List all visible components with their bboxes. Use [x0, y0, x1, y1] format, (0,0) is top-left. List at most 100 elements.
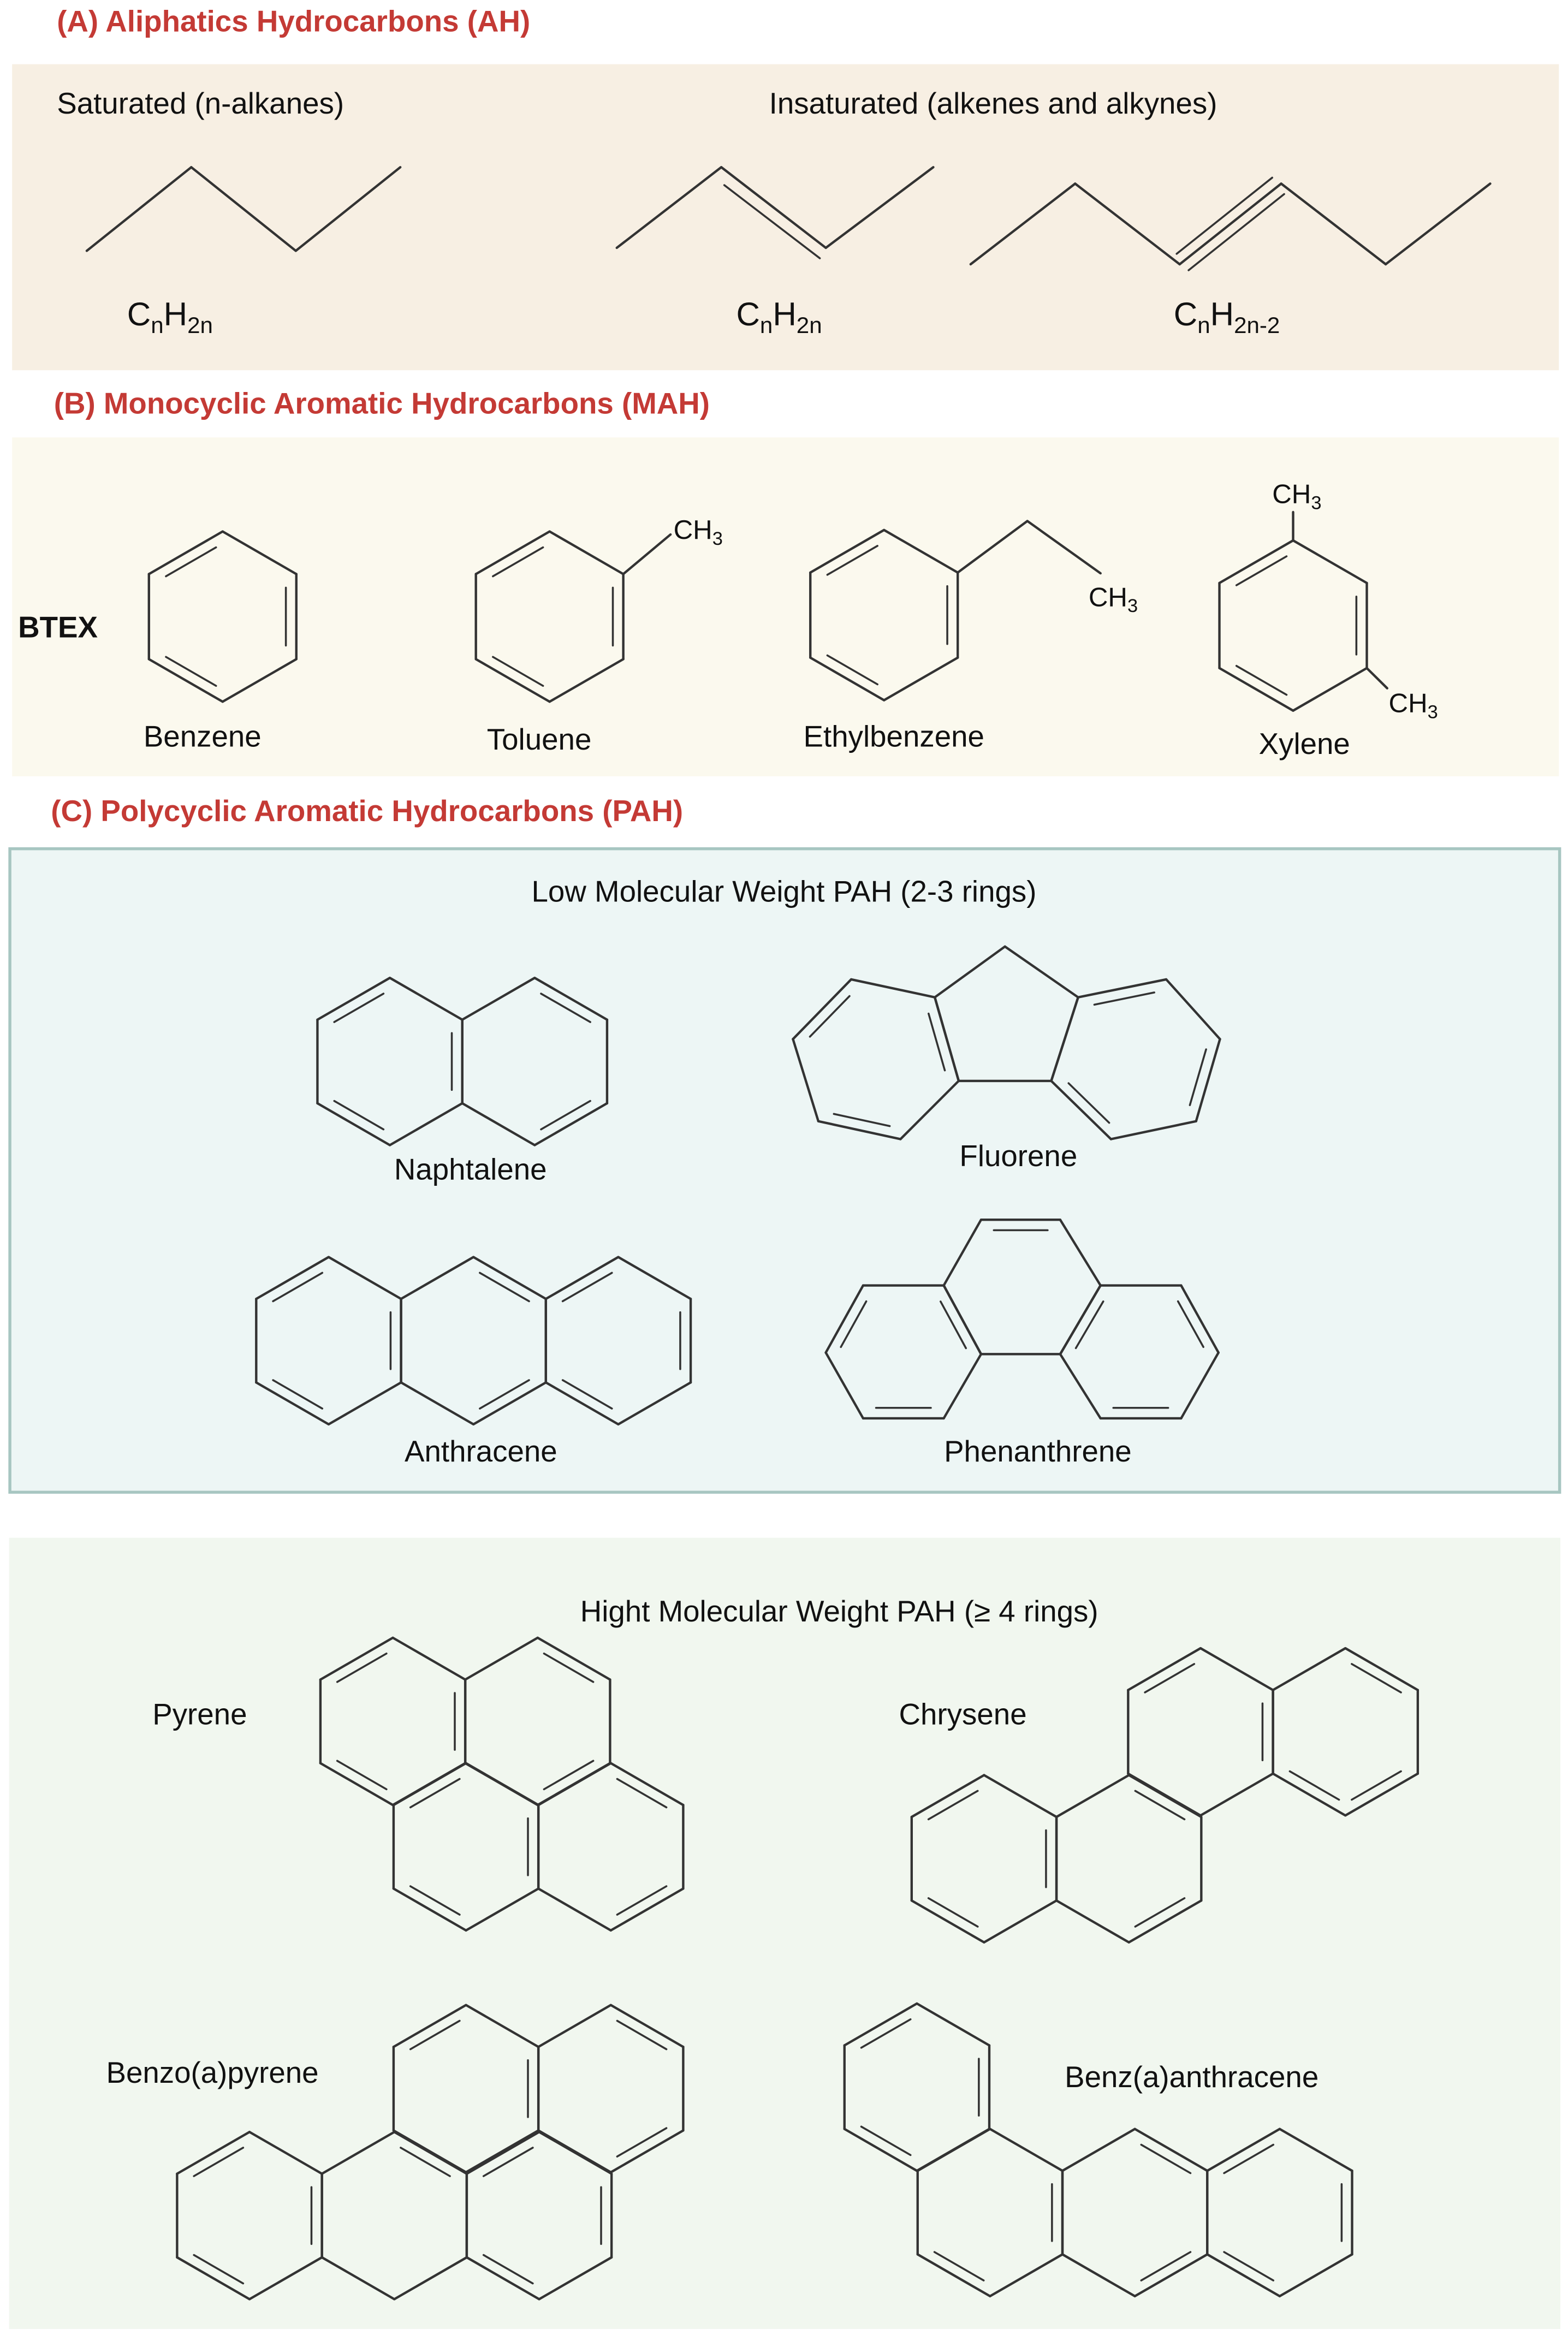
benzene-structure: [147, 530, 298, 703]
xylene-structure: [1218, 510, 1388, 712]
bond-line: [1109, 1120, 1197, 1140]
bond-line: [537, 1762, 612, 1807]
double-bond-line: [1235, 664, 1288, 696]
unsaturated-label: Insaturated (alkenes and alkynes): [769, 86, 1217, 120]
bond-line: [388, 1102, 464, 1146]
double-bond-line: [616, 2019, 668, 2051]
bond-line: [824, 1284, 865, 1354]
ring: [537, 1762, 685, 1932]
double-bond-line: [409, 1778, 461, 1809]
chrysene-label: Chrysene: [899, 1697, 1027, 1731]
bond-line: [1180, 1284, 1220, 1354]
bond-line: [1074, 182, 1181, 266]
bond-line: [934, 945, 1006, 999]
bond-line: [319, 1762, 394, 1807]
bond-line: [910, 1774, 985, 1819]
bond-line: [1272, 1647, 1347, 1691]
ring: [843, 2002, 991, 2172]
monocyclic-panel: [12, 437, 1559, 777]
bond-line: [393, 2256, 468, 2301]
fluorene-label: Fluorene: [959, 1139, 1077, 1173]
bond-line: [1199, 1772, 1274, 1817]
ring: [1127, 1647, 1274, 1817]
bond-line: [1344, 1772, 1419, 1817]
toluene-structure: [474, 530, 672, 703]
double-bond-line: [193, 2254, 245, 2285]
bond-line: [1292, 667, 1368, 712]
ethylbenzene-label: Ethylbenzene: [804, 719, 984, 753]
bond-line: [147, 530, 224, 575]
bond-line: [176, 2256, 251, 2301]
section-c-title: (C) Polycyclic Aromatic Hydrocarbons (PA…: [51, 794, 683, 828]
bond-line: [942, 1284, 983, 1356]
bond-line: [548, 530, 625, 575]
double-bond-line: [1140, 2143, 1192, 2174]
bond-line: [1278, 2253, 1353, 2298]
bond-line: [85, 166, 193, 252]
double-bond-line: [1093, 991, 1155, 1006]
alkane-structure: [85, 166, 402, 252]
bond-line: [537, 1887, 612, 1932]
ring: [824, 1284, 983, 1420]
bond-line: [1165, 978, 1221, 1041]
alkane-formula: CnH2n: [127, 296, 213, 338]
bond-line: [464, 1636, 539, 1681]
ring: [400, 1256, 548, 1426]
double-bond-line: [165, 546, 217, 578]
bond-line: [1127, 1899, 1203, 1944]
bond-line: [393, 2130, 468, 2175]
chrysene-structure: [910, 1647, 1419, 1944]
double-bond-line: [840, 1300, 868, 1348]
bond-line: [392, 1762, 467, 1807]
xylene-methyl-label-top: CH3: [1272, 479, 1321, 514]
xylene-label: Xylene: [1259, 727, 1350, 760]
xylene-methyl-label-bottom: CH3: [1389, 688, 1438, 722]
phenanthrene-structure: [824, 1219, 1220, 1420]
toluene-methyl-label: CH3: [674, 515, 723, 549]
bond-line: [1344, 1647, 1419, 1691]
ring: [474, 530, 625, 703]
alkyne-formula: CnH2n-2: [1174, 296, 1280, 338]
section-b-title: (B) Monocyclic Aromatic Hydrocarbons (MA…: [54, 386, 710, 420]
bond-line: [1050, 996, 1079, 1083]
bond-line: [548, 658, 625, 703]
double-bond-line: [333, 1100, 385, 1131]
bond-line: [910, 1899, 985, 1944]
double-bond-line: [482, 2147, 534, 2177]
bond-line: [327, 1381, 402, 1426]
double-bond-line: [1351, 1663, 1402, 1694]
ethylbenzene-methyl-label: CH3: [1089, 582, 1138, 616]
bond-line: [1133, 2253, 1209, 2298]
double-bond-line: [809, 995, 851, 1038]
double-bond-line: [543, 1760, 595, 1791]
bond-line: [388, 977, 464, 1021]
double-bond-line: [400, 2147, 451, 2177]
double-bond-line: [616, 1885, 668, 1916]
double-bond-line: [1235, 555, 1288, 586]
bond-line: [147, 658, 224, 703]
low-pah-title: Low Molecular Weight PAH (2-3 rings): [532, 875, 1037, 908]
ring: [461, 977, 609, 1146]
bond-line: [1055, 1774, 1130, 1819]
double-bond-line: [927, 1897, 979, 1928]
bond-line: [255, 1381, 330, 1426]
bond-line: [850, 978, 936, 999]
bond-line: [465, 1762, 540, 1807]
double-bond-line: [540, 1100, 591, 1131]
double-bond-line: [1223, 2251, 1275, 2281]
bond-line: [1061, 2253, 1136, 2298]
double-bond-line: [833, 1113, 891, 1127]
alkene-structure: [615, 166, 935, 259]
bond-line: [533, 1102, 609, 1146]
ring: [792, 978, 960, 1140]
bond-line: [248, 2256, 323, 2301]
bond-line: [957, 520, 1029, 574]
double-bond-line: [940, 1300, 967, 1350]
bond-line: [221, 658, 298, 703]
bond-line: [1050, 1079, 1113, 1140]
bond-line: [843, 2128, 918, 2172]
bond-line: [792, 1038, 820, 1122]
bond-line: [1055, 1899, 1130, 1944]
bond-line: [942, 1219, 983, 1287]
bond-line: [316, 977, 391, 1021]
